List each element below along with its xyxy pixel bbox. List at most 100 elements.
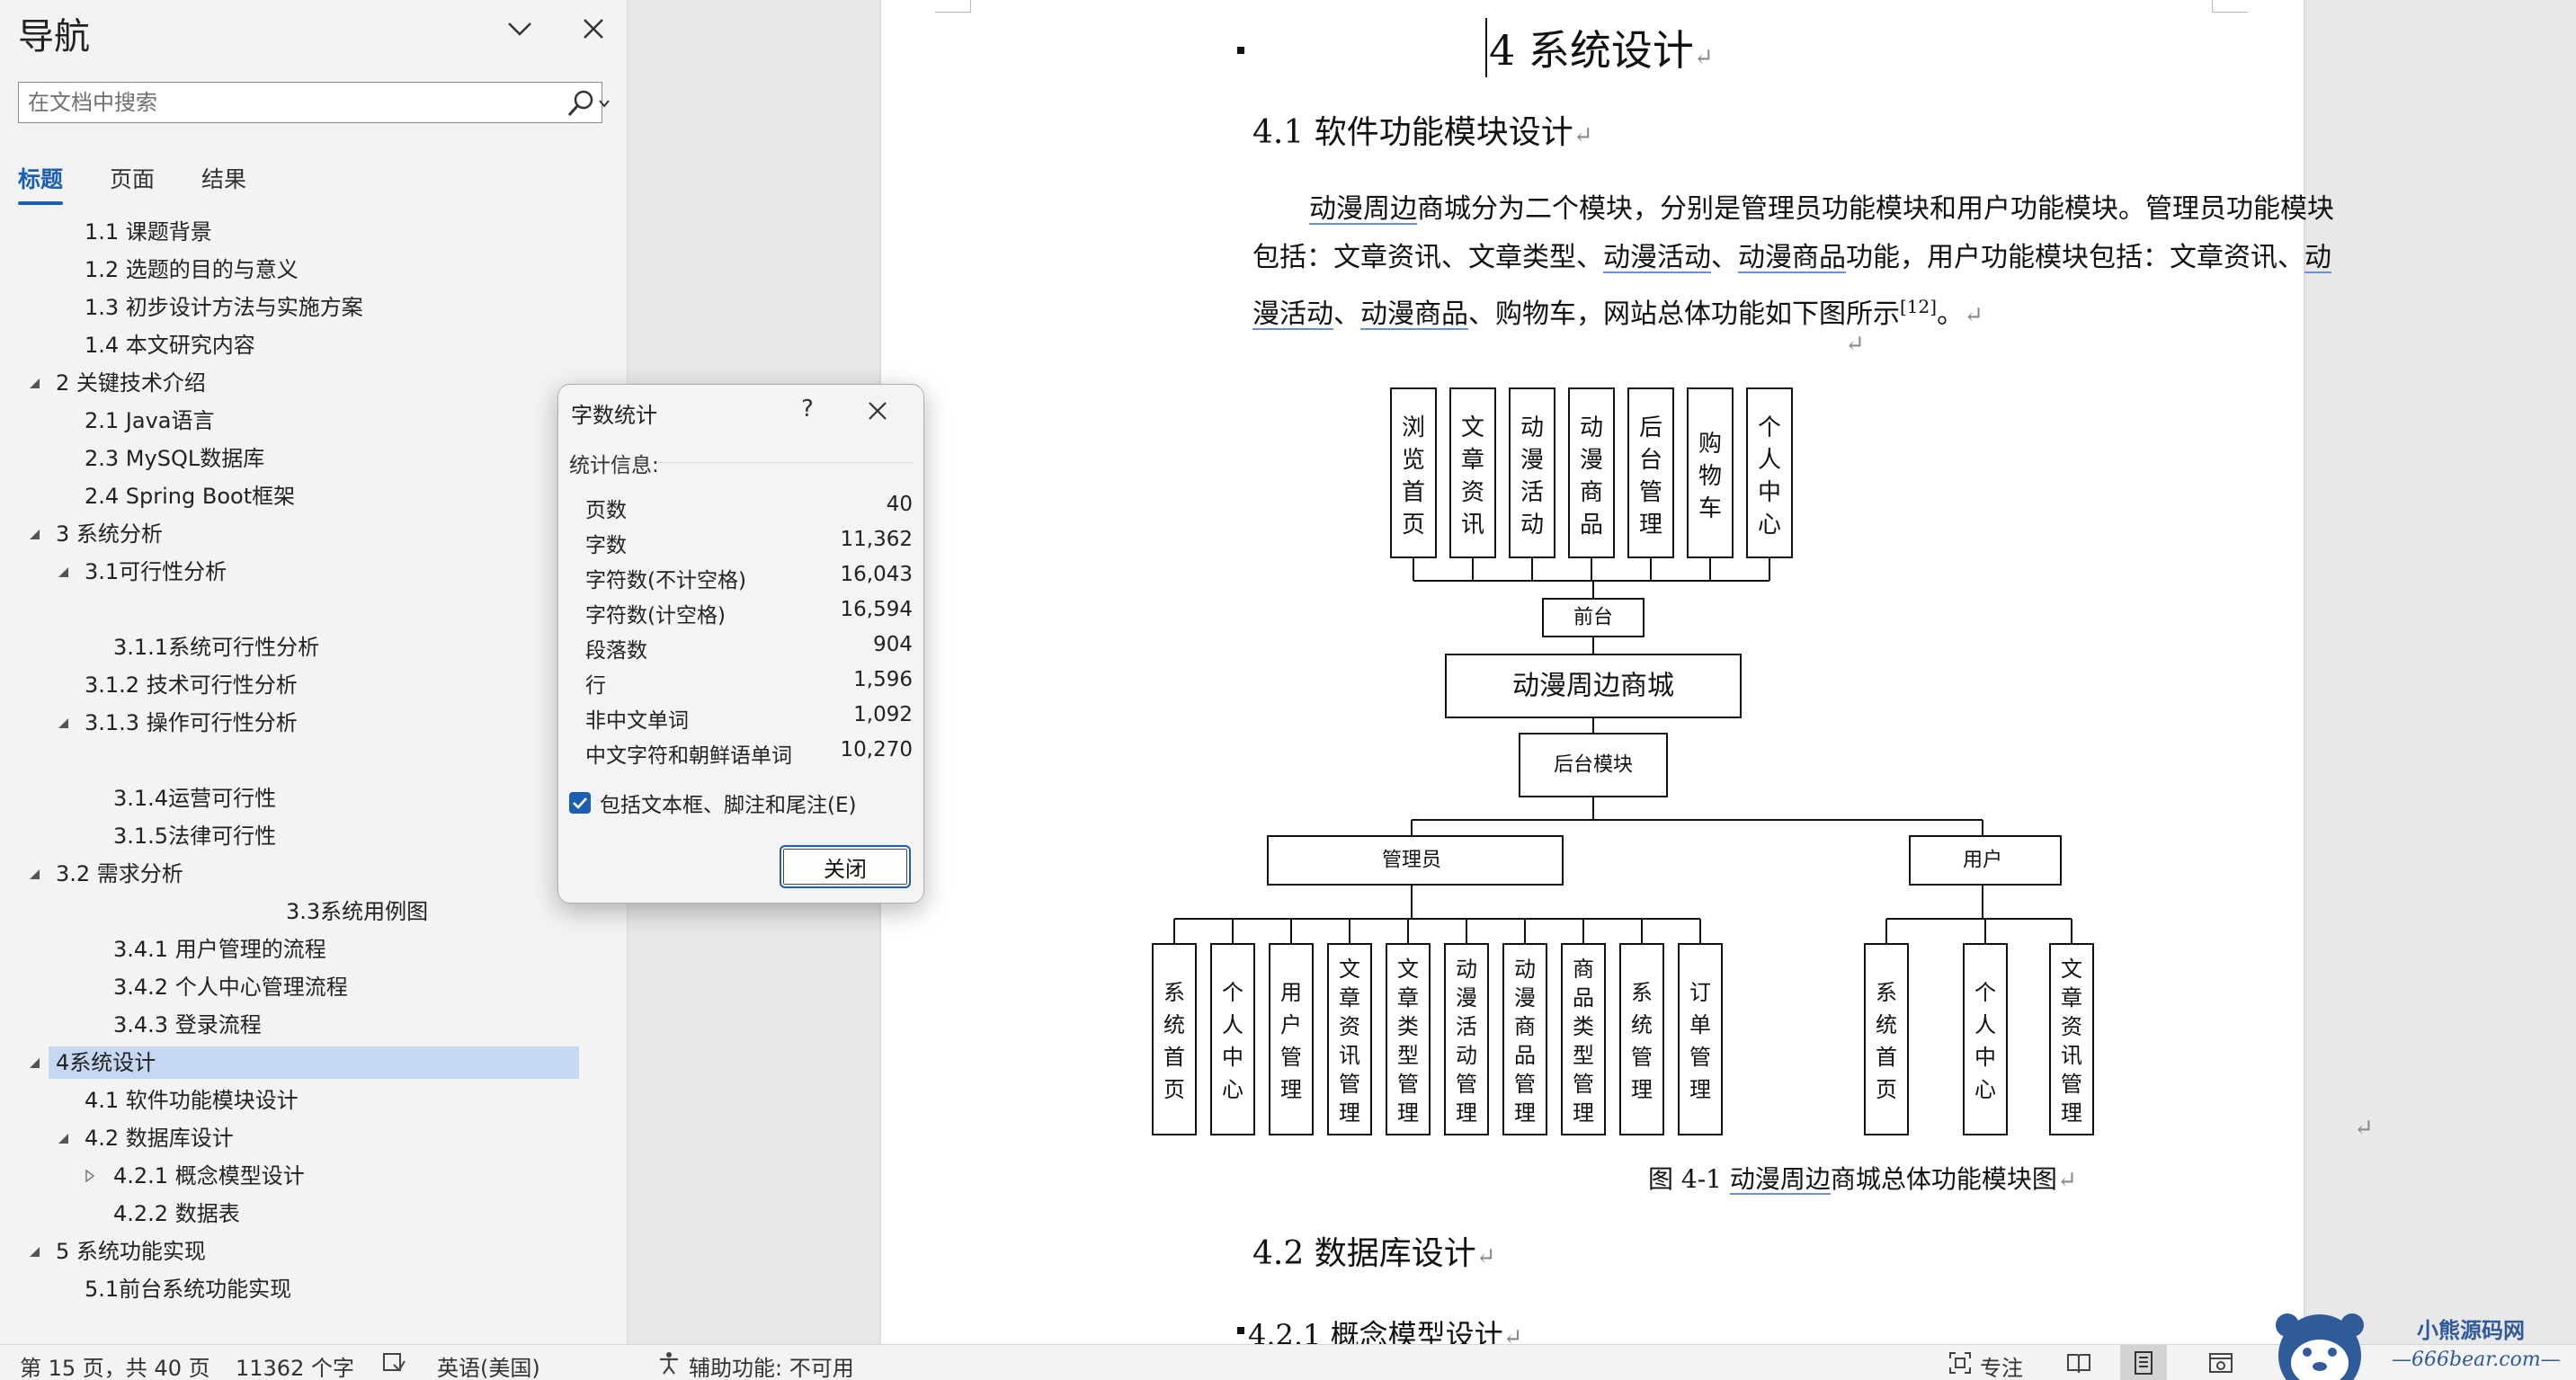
- heading-3[interactable]: 4.2.1 概念模型设计↵: [1248, 1318, 1523, 1344]
- crop-mark: [935, 0, 971, 13]
- tree-item[interactable]: 3.1.5法律可行性: [113, 824, 277, 849]
- search-icon[interactable]: [566, 88, 596, 119]
- nav-tabs: 标题 页面 结果: [18, 162, 247, 205]
- user-module-label: 个人中心: [1974, 980, 1996, 1102]
- tree-item[interactable]: 1.1 课题背景: [85, 219, 212, 245]
- nav-search-box[interactable]: [18, 82, 610, 123]
- tree-item[interactable]: 1.4 本文研究内容: [85, 333, 255, 358]
- close-icon[interactable]: [577, 13, 610, 45]
- paragraph-line[interactable]: 漫活动、动漫商品、购物车，网站总体功能如下图所示[12]。↵: [1252, 296, 1983, 330]
- language-indicator[interactable]: 英语(美国): [437, 1356, 540, 1380]
- paragraph-mark: ↵: [1845, 331, 1865, 358]
- admin-module-box: [1269, 943, 1314, 1135]
- collapse-triangle-icon[interactable]: [56, 565, 70, 579]
- collapse-triangle-icon[interactable]: [27, 1244, 41, 1259]
- tree-item[interactable]: 3.4.2 个人中心管理流程: [113, 975, 348, 1000]
- help-button[interactable]: ?: [801, 396, 814, 423]
- proofing-icon[interactable]: [381, 1350, 406, 1376]
- tree-item[interactable]: 2.4 Spring Boot框架: [85, 484, 296, 509]
- center-node-label: 动漫周边商城: [1512, 671, 1674, 702]
- tree-item[interactable]: 3.1可行性分析: [85, 559, 227, 584]
- admin-node-label: 管理员: [1382, 850, 1441, 872]
- tree-item[interactable]: 4.2.1 概念模型设计: [113, 1163, 305, 1189]
- collapse-triangle-icon[interactable]: [27, 376, 41, 390]
- tree-item[interactable]: 1.2 选题的目的与意义: [85, 257, 299, 282]
- close-icon[interactable]: [864, 397, 891, 424]
- tree-item[interactable]: 3.3系统用例图: [286, 899, 429, 924]
- admin-module-label: 订单管理: [1689, 980, 1711, 1102]
- chevron-down-icon[interactable]: [598, 97, 611, 110]
- user-node-label: 用户: [1963, 850, 2002, 872]
- include-textboxes-checkbox[interactable]: 包括文本框、脚注和尾注(E): [569, 788, 856, 818]
- collapse-triangle-icon[interactable]: [27, 1055, 41, 1070]
- heading-bullet: [1237, 47, 1244, 54]
- front-module-label: 动漫活动: [1520, 414, 1544, 539]
- expand-triangle-icon[interactable]: [83, 1169, 97, 1183]
- admin-module-label: 商品类型管理: [1573, 957, 1594, 1126]
- paragraph-line[interactable]: 动漫周边商城分为二个模块，分别是管理员功能模块和用户功能模块。管理员功能模块: [1309, 193, 2334, 225]
- accessibility-indicator[interactable]: 辅助功能: 不可用: [689, 1356, 854, 1380]
- front-module-box: [1627, 387, 1674, 558]
- admin-module-box: [1561, 943, 1606, 1135]
- front-module-box: [1687, 387, 1734, 558]
- page-indicator[interactable]: 第 15 页，共 40 页: [20, 1356, 210, 1380]
- paragraph-mark: ↵: [2354, 1115, 2374, 1142]
- checkmark-icon[interactable]: [569, 792, 591, 814]
- admin-node-box: [1267, 835, 1564, 886]
- search-input[interactable]: [28, 88, 549, 117]
- tree-item[interactable]: 3.1.3 操作可行性分析: [85, 710, 298, 735]
- tree-item[interactable]: 2 关键技术介绍: [56, 370, 206, 396]
- figure-caption[interactable]: 图 4-1 动漫周边商城总体功能模块图↵: [1648, 1164, 2077, 1194]
- tree-item[interactable]: 4.2 数据库设计: [85, 1126, 234, 1151]
- front-module-label: 动漫商品: [1580, 414, 1603, 539]
- front-module-box: [1390, 387, 1437, 558]
- close-button[interactable]: 关闭: [780, 845, 911, 888]
- tab-results[interactable]: 结果: [201, 166, 247, 192]
- heading-1[interactable]: 4 系统设计↵: [1485, 18, 1714, 77]
- tab-headings[interactable]: 标题: [18, 162, 64, 205]
- tab-pages[interactable]: 页面: [110, 166, 156, 192]
- tree-item[interactable]: 3.1.2 技术可行性分析: [85, 672, 298, 698]
- diagram-connectors: [1173, 557, 2072, 944]
- watermark-name: 小熊源码网: [2417, 1318, 2525, 1343]
- tree-item[interactable]: 3.1.1系统可行性分析: [113, 635, 320, 660]
- front-module-label: 后台管理: [1639, 414, 1662, 539]
- collapse-triangle-icon[interactable]: [56, 716, 70, 730]
- read-mode-icon[interactable]: [2066, 1350, 2091, 1376]
- tree-item[interactable]: 2.3 MySQL数据库: [85, 446, 265, 471]
- tree-item[interactable]: 3.4.3 登录流程: [113, 1012, 262, 1037]
- tree-item[interactable]: 1.3 初步设计方法与实施方案: [85, 295, 363, 320]
- chevron-down-icon[interactable]: [504, 13, 536, 45]
- paragraph-line[interactable]: 包括：文章资讯、文章类型、动漫活动、动漫商品功能，用户功能模块包括：文章资讯、动: [1252, 242, 2331, 273]
- tree-item[interactable]: 5.1前台系统功能实现: [85, 1277, 292, 1302]
- function-module-diagram: 浏览首页文章资讯动漫活动动漫商品后台管理购物车个人中心前台动漫周边商城后台模块管…: [1152, 387, 2094, 1135]
- collapse-triangle-icon[interactable]: [56, 1131, 70, 1145]
- tree-item[interactable]: 3 系统分析: [56, 521, 163, 547]
- web-layout-icon[interactable]: [2208, 1350, 2233, 1376]
- print-layout-icon[interactable]: [2131, 1350, 2156, 1376]
- tree-item[interactable]: 4.2.2 数据表: [113, 1201, 240, 1226]
- heading-2[interactable]: 4.2 数据库设计↵: [1252, 1235, 1496, 1272]
- heading-2[interactable]: 4.1 软件功能模块设计↵: [1252, 114, 1593, 151]
- front-module-box: [1568, 387, 1615, 558]
- admin-module-label: 动漫活动管理: [1456, 957, 1477, 1126]
- tree-item[interactable]: 5 系统功能实现: [56, 1239, 206, 1264]
- tree-item[interactable]: 3.4.1 用户管理的流程: [113, 937, 326, 962]
- tree-item[interactable]: 3.2 需求分析: [56, 861, 183, 886]
- tree-item[interactable]: 3.1.4运营可行性: [113, 786, 277, 811]
- back-node-label: 后台模块: [1554, 754, 1633, 777]
- focus-icon[interactable]: [1948, 1350, 1973, 1376]
- tree-item-selected[interactable]: 4系统设计: [49, 1046, 579, 1079]
- tree-item[interactable]: 2.1 Java语言: [85, 408, 215, 433]
- checkbox-label: 包括文本框、脚注和尾注(E): [600, 794, 857, 817]
- collapse-triangle-icon[interactable]: [27, 527, 41, 541]
- focus-mode-button[interactable]: 专注: [1980, 1356, 2023, 1380]
- word-count-indicator[interactable]: 11362 个字: [236, 1356, 354, 1380]
- tree-item[interactable]: 4.1 软件功能模块设计: [85, 1088, 299, 1113]
- bear-logo-icon: [2276, 1313, 2364, 1380]
- collapse-triangle-icon[interactable]: [27, 867, 41, 881]
- admin-module-box: [1678, 943, 1723, 1135]
- accessibility-icon[interactable]: [656, 1350, 682, 1376]
